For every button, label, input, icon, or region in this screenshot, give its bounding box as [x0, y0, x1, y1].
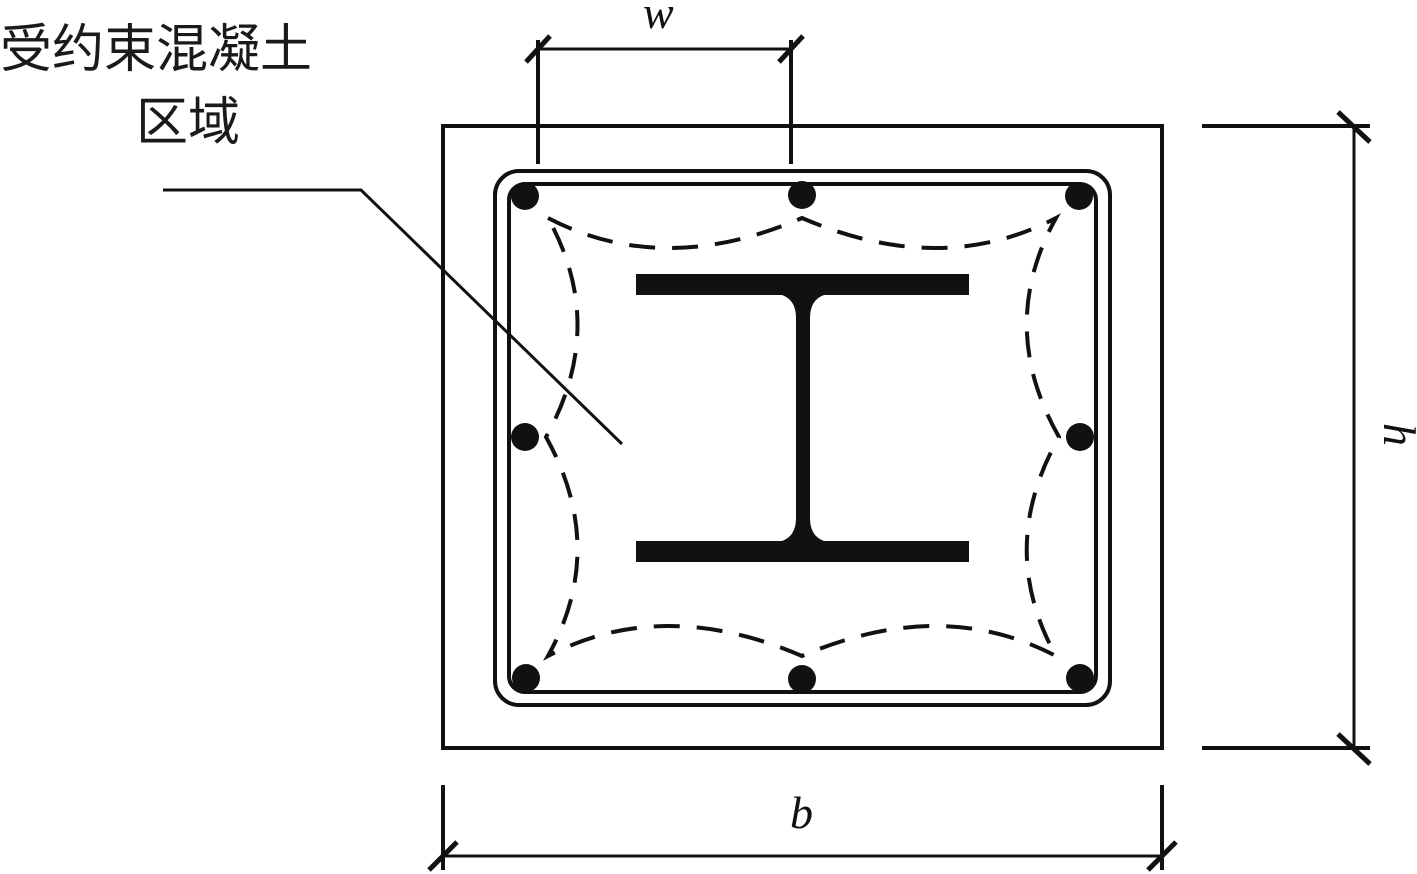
dimension-w-label: w [643, 0, 674, 38]
i-beam-web [782, 295, 824, 541]
rebar-group [511, 181, 1094, 693]
dimension-h-label: h [1374, 423, 1417, 446]
rebar-bottom-middle [788, 665, 816, 693]
rebar-middle-left [511, 423, 539, 451]
dimension-b-tick-right [1146, 840, 1178, 872]
dimension-b-tick-left [427, 840, 459, 872]
dimension-h-tick-top [1336, 110, 1372, 144]
rebar-bottom-left [512, 664, 540, 692]
outer-concrete-section [441, 124, 1164, 750]
rebar-top-right [1065, 182, 1093, 210]
i-beam-top-flange [636, 274, 969, 295]
dimension-b-label: b [790, 787, 813, 838]
i-beam-bottom-flange [636, 541, 969, 562]
dimension-w-tick-left [524, 34, 552, 64]
confined-concrete-boundary [543, 213, 1062, 661]
annotation-label-line1: 受约束混凝土 [0, 20, 312, 80]
dimension-h-tick-bottom [1336, 732, 1372, 766]
rebar-top-middle [788, 181, 816, 209]
dimension-b [427, 785, 1178, 872]
rebar-top-left [511, 182, 539, 210]
stirrup-outer [493, 169, 1112, 707]
annotation-leader-line [163, 188, 624, 446]
rebar-middle-right [1066, 423, 1094, 451]
annotation-label-line2: 区域 [136, 93, 240, 153]
dimension-w-tick-right [777, 34, 805, 64]
dimension-w [524, 34, 805, 164]
steel-i-beam [636, 274, 969, 562]
rebar-bottom-right [1066, 664, 1094, 692]
dimension-h [1202, 110, 1372, 766]
